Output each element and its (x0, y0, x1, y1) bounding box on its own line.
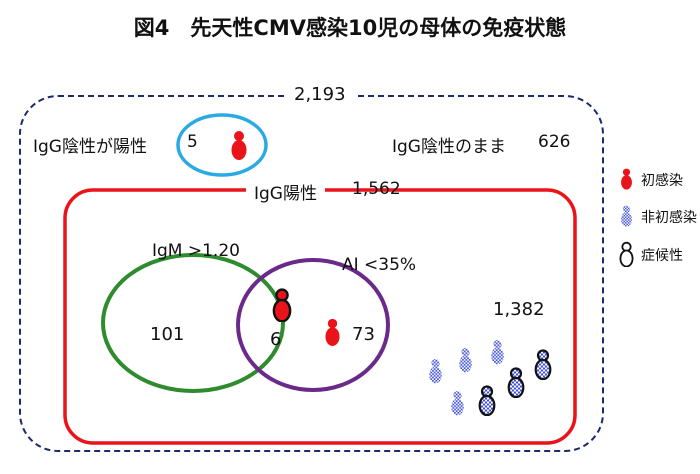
ai-ellipse (236, 258, 390, 392)
remain-negative-label: IgG陰性のまま (392, 137, 506, 157)
outlined-figure-icon (619, 241, 634, 267)
figure-title: 図4 先天性CMV感染10児の母体の免疫状態 (133, 16, 567, 40)
ai-only-count: 73 (352, 324, 375, 345)
seroconversion-figure-icon (231, 131, 247, 160)
legend-symptomatic-label: 症候性 (641, 248, 683, 264)
legend-nonprimary-label: 非初感染 (641, 210, 697, 226)
seroconversion-ellipse (176, 113, 268, 177)
ai-label: AI <35% (342, 255, 417, 275)
remainder-count: 1,382 (493, 299, 545, 320)
igg-positive-count: 1,562 (352, 179, 401, 199)
ai-primary-figure-icon (325, 318, 340, 346)
legend-primary-label: 初感染 (641, 173, 683, 189)
igm-ellipse (101, 253, 285, 393)
blue-checkered-figure-icon (621, 205, 632, 227)
overlap-symptomatic-figure-icon (272, 288, 292, 322)
nonprimary-figure-icon (459, 348, 472, 373)
igg-positive-label: IgG陽性 (246, 179, 325, 204)
nonprimary-figure-icon (451, 391, 464, 416)
red-solid-figure-icon (621, 168, 632, 190)
igm-label: IgM >1.20 (152, 241, 240, 261)
nonprimary-symptomatic-figure-icon (478, 385, 496, 416)
nonprimary-symptomatic-figure-icon (507, 367, 525, 398)
igm-only-count: 101 (150, 324, 185, 345)
overlap-count: 6 (270, 329, 282, 350)
nonprimary-figure-icon (429, 359, 442, 384)
nonprimary-symptomatic-figure-icon (534, 349, 552, 380)
total-count: 2,193 (286, 84, 354, 105)
remain-negative-count: 626 (538, 132, 571, 152)
nonprimary-figure-icon (491, 340, 504, 365)
seroconversion-label: IgG陰性が陽性 (33, 137, 147, 157)
seroconversion-count: 5 (187, 132, 198, 152)
